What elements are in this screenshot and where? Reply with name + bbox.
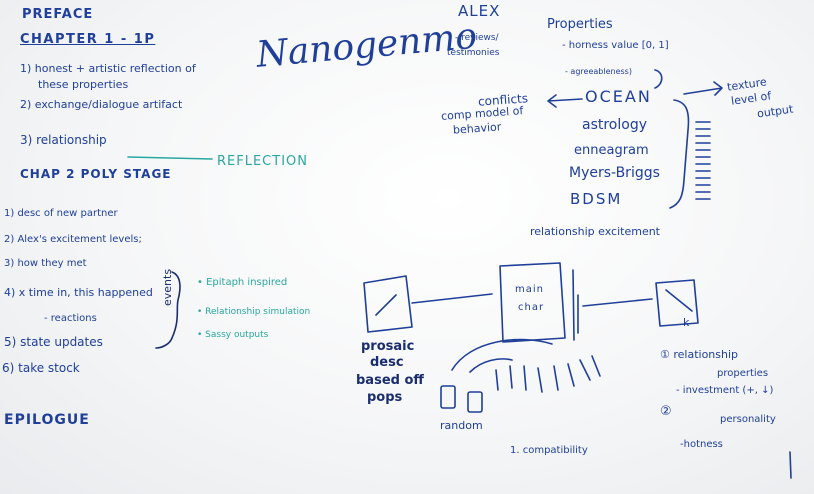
fan-lines [495,355,601,393]
prosaic-line4: pops [367,390,403,405]
events-brace [155,271,181,349]
testimonies-label: testimonies [447,48,500,58]
ch1-item-1: 1) honest + artistic reflection of [20,62,196,75]
prosaic-line2: desc [370,355,404,370]
reflection-line [127,156,213,160]
random-die-1 [440,385,456,409]
hotness-label: -hotness [680,439,723,450]
events-item-3: • Sassy outputs [197,330,269,340]
systems-bracket [669,99,690,209]
ch2-item-1: 1) desc of new partner [4,208,118,219]
ch2-item-5: 5) state updates [4,335,103,349]
system-bdsm: BDSM [570,190,623,208]
events-item-1: • Epitaph inspired [197,277,288,288]
prosaic-line1: prosaic [361,339,415,354]
chapter2-heading: CHAP 2 POLY STAGE [20,167,172,181]
ch1-item-2: 2) exchange/dialogue artifact [20,98,183,111]
ch2-item-6: 6) take stock [2,361,80,375]
ch2-item-3: 3) how they met [4,258,87,269]
epilogue-heading: EPILOGUE [4,412,90,428]
prosaic-link [411,293,493,304]
compatibility-label: 1. compatibility [510,445,588,456]
main-char-line1: main [515,284,544,295]
ocean-arrow [547,94,583,108]
chapter1-heading: CHAPTER 1 - 1P [20,32,156,47]
main-char-line2: char [518,302,545,313]
prosaic-box [363,275,413,333]
hornesss-item: - horness value [0, 1] [562,40,669,51]
ch1-item-1b: these properties [38,78,129,91]
events-item-2: • Relationship simulation [197,307,311,317]
ch2-item-4b: - reactions [44,313,97,324]
preface-heading: PREFACE [22,7,94,22]
alex-label: ALEX [458,2,501,20]
properties-heading: Properties [547,17,613,32]
reviews-label: - reviews/ [455,33,499,43]
k-mark: k [683,316,690,329]
ch2-item-4: 4) x time in, this happened [4,286,153,299]
ch1-item-3: 3) relationship [20,133,107,147]
relationship-excitement-label: relationship excitement [530,225,660,238]
system-ocean: OCEAN [585,87,652,106]
main-char-box [499,262,566,343]
system-myers-briggs: Myers-Briggs [569,165,660,181]
agreeableness-bracket [654,69,663,89]
right-box [655,279,699,327]
investment-label: - investment (+, ↓) [676,385,774,396]
random-die-2 [467,391,483,413]
system-astrology: astrology [582,117,648,133]
prosaic-line3: based off [356,373,424,388]
reflection-label: REFLECTION [217,154,308,169]
ch2-item-2: 2) Alex's excitement levels; [4,234,142,245]
main-to-right-link [582,298,653,307]
texture-arrow [683,81,723,96]
fan-arc-outer [451,338,553,371]
rel-props-line1: ① relationship [660,348,739,361]
level-scale [695,121,711,200]
rel-props-line2: properties [717,368,769,379]
fan-arc-inner [469,358,513,373]
system-enneagram: enneagram [574,143,649,158]
personality-label: personality [720,414,776,425]
agreeableness-item: - agreeableness) [565,67,632,76]
random-label: random [440,419,483,432]
circle-2: ② [660,404,672,419]
